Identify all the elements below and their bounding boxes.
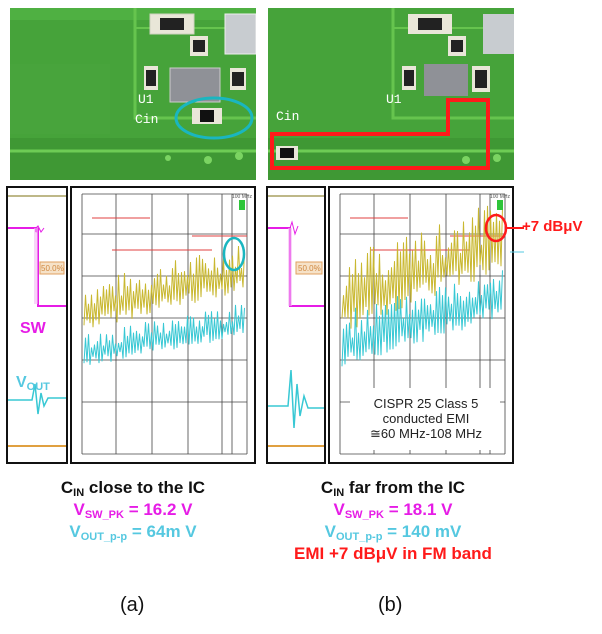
spectrum-panel-b: 100 MHz CISPR 25 Class 5 conducted EMI ≅… xyxy=(328,186,514,464)
cyan-ref-line xyxy=(510,251,524,253)
vout-label: VOUT xyxy=(16,374,50,393)
duty-readout-b: 50.0% xyxy=(298,264,321,273)
cispr-note: CISPR 25 Class 5 conducted EMI ≅60 MHz-1… xyxy=(352,396,500,441)
caption-a-line1: CIN close to the IC xyxy=(60,478,206,499)
caption-a-line3: VOUT_p-p = 64m V xyxy=(69,522,197,543)
caption-b-line4: EMI +7 dBμV in FM band xyxy=(294,544,492,563)
cispr-note-line2: conducted EMI xyxy=(382,411,470,426)
spectrum-panel-a: 100 MHz xyxy=(70,186,256,464)
cispr-note-line1: CISPR 25 Class 5 xyxy=(373,396,479,411)
vout-label-sub: OUT xyxy=(26,381,50,393)
caption-b-line1: CIN far from the IC xyxy=(320,478,466,499)
caption-a-line2: VSW_PK = 16.2 V xyxy=(73,500,193,521)
u1-label-b: U1 xyxy=(386,92,402,107)
cispr-note-line3: ≅60 MHz-108 MHz xyxy=(369,426,483,441)
emi-callout-label: +7 dBμV xyxy=(522,218,583,235)
vout-label-main: V xyxy=(16,374,27,391)
sw-label: SW xyxy=(20,320,46,337)
cin-label-b: Cin xyxy=(276,109,299,124)
scope-time-panel-b: 50.0% xyxy=(266,186,326,464)
u1-label-a: U1 xyxy=(138,92,154,107)
pcb-photo-b: U1 Cin xyxy=(268,8,514,180)
duty-readout-a: 50.0% xyxy=(41,264,64,273)
scope-time-panel-a: 50.0% SW VOUT xyxy=(6,186,68,464)
subfig-label-a: (a) xyxy=(120,594,145,616)
cin-label-a: Cin xyxy=(135,112,158,127)
pcb-photo-a: U1 Cin xyxy=(10,8,256,180)
span-readout-a: 100 MHz xyxy=(232,194,253,200)
caption-b-line3: VOUT_p-p = 140 mV xyxy=(324,522,462,543)
caption-b-line2: VSW_PK = 18.1 V xyxy=(333,500,453,521)
subfig-label-b: (b) xyxy=(378,594,403,616)
span-readout-b: 100 MHz xyxy=(490,194,511,200)
emi-callout-arrow xyxy=(506,227,524,229)
